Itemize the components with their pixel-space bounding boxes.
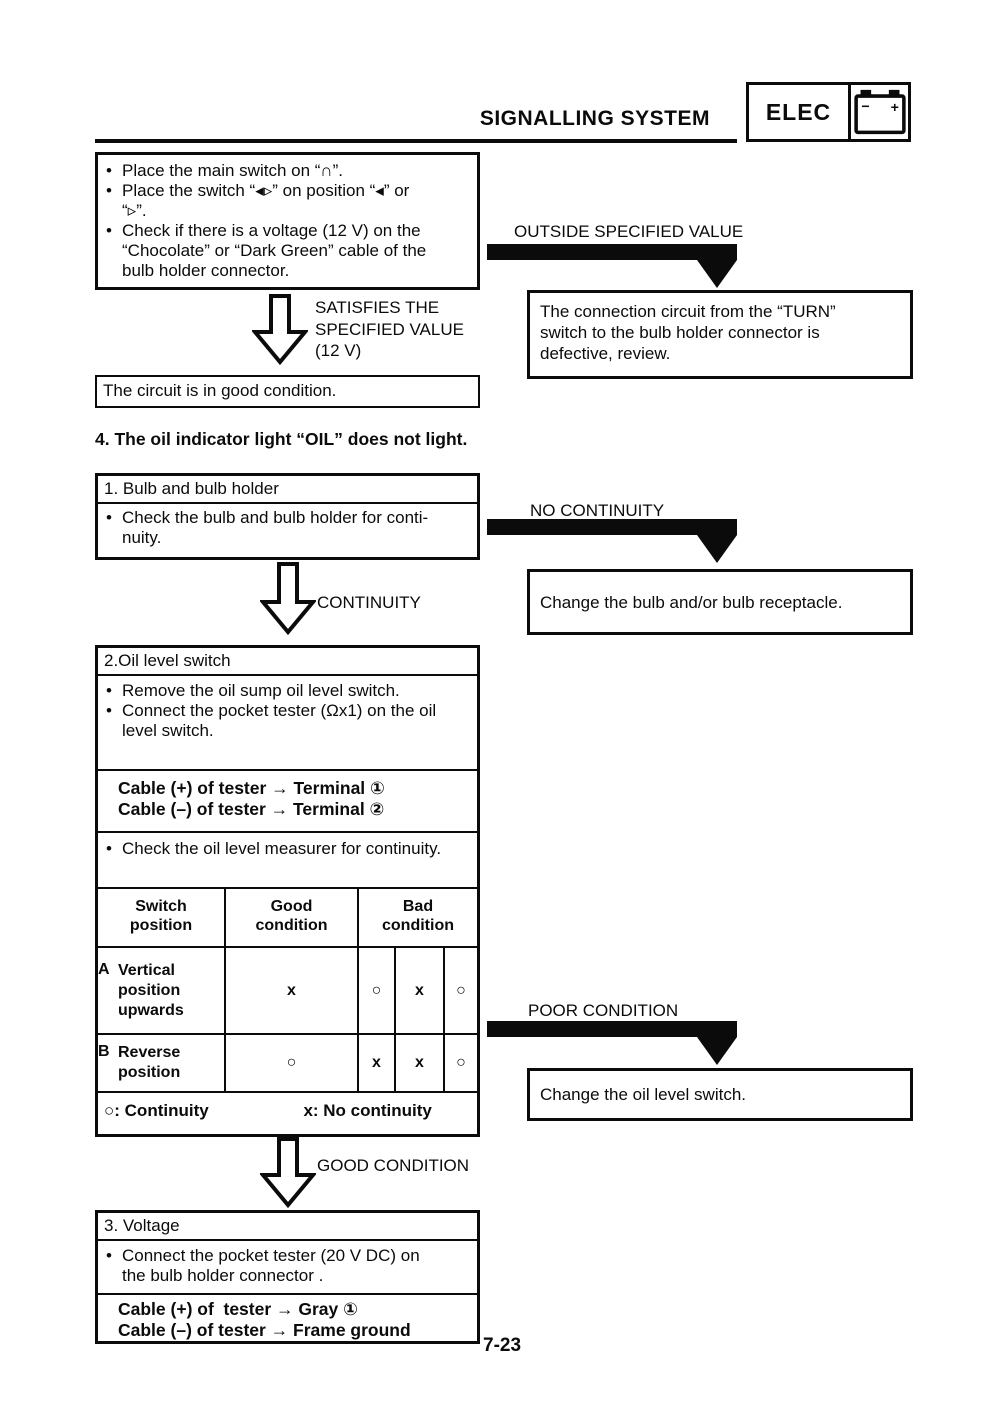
elbow-arrow-no-continuity [487,519,737,563]
continuity-label: CONTINUITY [317,593,421,612]
outside-specified-value-label: OUTSIDE SPECIFIED VALUE [514,222,744,241]
down-arrow-satisfies [252,294,308,365]
bullet-icon: • [106,161,112,180]
step-title: 2.Oil level switch [98,648,477,676]
step-title: 3. Voltage [98,1213,477,1241]
bullet-icon: • [106,181,112,200]
bad-condition-mark: x [357,1033,396,1093]
bad-condition-mark: ○ [357,946,396,1035]
bullet-icon: • [106,221,112,240]
list-item: • Connect the pocket tester (20 V DC) on… [106,1246,471,1286]
result-text: Change the bulb and/or bulb receptacle. [540,592,843,612]
table-row: B Reverse position ○ x x ○ [98,1033,477,1093]
cable-line: Cable (+) of tester → Gray ① [118,1299,358,1319]
bullet-text: Connect the pocket tester (Ωx1) on the o… [122,701,437,740]
row-id: A [98,960,110,978]
result-text: The connection circuit from the “TURN” s… [540,302,836,363]
bad-condition-mark: ○ [443,946,477,1035]
bullet-icon: • [106,1246,112,1265]
no-continuity-label: NO CONTINUITY [530,501,665,520]
voltage-box: 3. Voltage • Connect the pocket tester (… [95,1210,480,1344]
down-arrow-good-condition [260,1137,316,1208]
cable-line: Cable (–) of tester → Terminal ② [118,799,385,819]
title-rule [95,139,737,143]
list-item: • Check the oil level measurer for conti… [106,839,471,859]
elbow-arrow-outside [487,244,737,288]
battery-icon: − + [851,85,908,139]
list-item: • Place the switch “◂▹” on position “◂” … [106,181,471,221]
bullet-icon: • [106,508,112,527]
column-header: Switch position [98,889,226,948]
good-condition-label: GOOD CONDITION [317,1156,470,1175]
bullet-icon: • [106,701,112,720]
battery-minus-label: − [861,98,869,114]
good-condition-mark: x [224,946,359,1035]
bullet-text: Remove the oil sump oil level switch. [122,681,400,700]
table-legend: ○: Continuity x: No continuity [98,1093,477,1121]
list-item: • Connect the pocket tester (Ωx1) on the… [106,701,471,741]
poor-condition-label: POOR CONDITION [528,1001,679,1020]
cable-line: Cable (–) of tester → Frame ground [118,1320,411,1340]
column-header: Good condition [224,889,359,948]
list-item: • Check if there is a voltage (12 V) on … [106,221,471,281]
bullet-text: Connect the pocket tester (20 V DC) on t… [122,1246,420,1285]
bullet-icon: • [106,839,112,858]
cable-line: Cable (+) of tester → Terminal ① [118,778,385,798]
bad-condition-mark: x [394,1033,445,1093]
column-header: Bad condition [357,889,477,948]
turn-circuit-defective-box: The connection circuit from the “TURN” s… [527,290,913,379]
bullet-icon: • [106,681,112,700]
down-arrow-continuity [260,562,316,635]
change-oil-switch-box: Change the oil level switch. [527,1068,913,1121]
elbow-arrow-poor-condition [487,1021,737,1065]
bad-condition-mark: ○ [443,1033,477,1093]
result-text: Change the oil level switch. [540,1085,747,1104]
battery-plus-label: + [890,99,898,115]
step-title: 1. Bulb and bulb holder [98,476,477,504]
list-item: • Remove the oil sump oil level switch. [106,681,471,701]
list-item: • Check the bulb and bulb holder for con… [106,508,471,548]
table-row: A Vertical position upwards x ○ x ○ [98,946,477,1035]
tester-cable-spec: Cable (+) of tester → Terminal ① Cable (… [98,771,477,833]
bullet-text: Check if there is a voltage (12 V) on th… [122,221,427,280]
row-label: Vertical position upwards [118,961,184,1019]
satisfies-specified-value-label: SATISFIES THE SPECIFIED VALUE (12 V) [315,298,464,360]
bullet-text: Check the oil level measurer for continu… [122,839,442,858]
tester-cable-spec: Cable (+) of tester → Gray ① Cable (–) o… [98,1295,477,1341]
chapter-badge-label: ELEC [749,85,851,139]
bullet-text: Place the main switch on “∩”. [122,161,344,180]
list-item: • Place the main switch on “∩”. [106,161,471,181]
circuit-good-box: The circuit is in good condition. [95,375,480,408]
row-label: Reverse position [118,1044,181,1081]
bad-condition-mark: x [394,946,445,1035]
section-heading: 4. The oil indicator light “OIL” does no… [95,429,468,449]
bulb-holder-box: 1. Bulb and bulb holder • Check the bulb… [95,473,480,560]
page-number: 7-23 [483,1335,522,1356]
legend-continuity: ○: Continuity [104,1101,209,1120]
row-id: B [98,1043,110,1060]
bullet-text: Check the bulb and bulb holder for conti… [122,508,429,547]
page-title: SIGNALLING SYSTEM [479,107,710,130]
legend-no-continuity: x: No continuity [303,1101,432,1120]
oil-switch-table: Switch position Good condition Bad condi… [98,889,477,1093]
check-voltage-box: • Place the main switch on “∩”. • Place … [95,152,480,290]
change-bulb-box: Change the bulb and/or bulb receptacle. [527,569,913,635]
chapter-badge: ELEC − + [746,82,911,142]
good-condition-mark: ○ [224,1033,359,1093]
oil-level-switch-box: 2.Oil level switch • Remove the oil sump… [95,645,480,1137]
bullet-text: Place the switch “◂▹” on position “◂” or… [122,181,410,220]
